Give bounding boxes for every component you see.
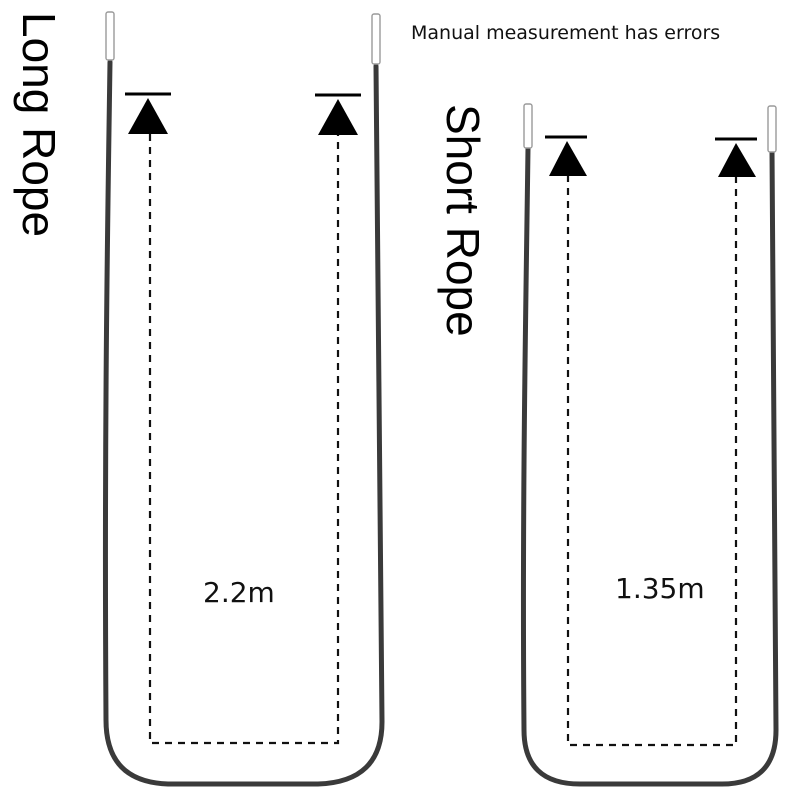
long-rope-length: 2.2m bbox=[203, 576, 275, 609]
short-rope-left-arrow bbox=[549, 141, 587, 176]
short-rope-left-tip bbox=[523, 103, 533, 149]
short-rope-cord bbox=[520, 145, 779, 787]
short-rope-label: Short Rope bbox=[437, 104, 489, 337]
short-rope-right-arrow bbox=[718, 143, 756, 177]
short-rope-length: 1.35m bbox=[615, 572, 705, 605]
long-rope-left-tip bbox=[105, 11, 115, 61]
long-rope-measure-path bbox=[148, 134, 340, 745]
long-rope-illustration bbox=[102, 11, 385, 787]
long-rope-right-tip bbox=[371, 13, 381, 65]
short-rope-illustration bbox=[520, 103, 779, 787]
long-rope-left-arrow bbox=[128, 98, 168, 134]
short-rope-right-tip bbox=[767, 105, 777, 153]
long-rope-right-arrow bbox=[318, 99, 358, 135]
long-rope-cord bbox=[102, 59, 385, 787]
short-rope-measure-path bbox=[566, 175, 738, 747]
measurement-note: Manual measurement has errors bbox=[411, 22, 721, 44]
long-rope-label: Long Rope bbox=[13, 12, 65, 238]
